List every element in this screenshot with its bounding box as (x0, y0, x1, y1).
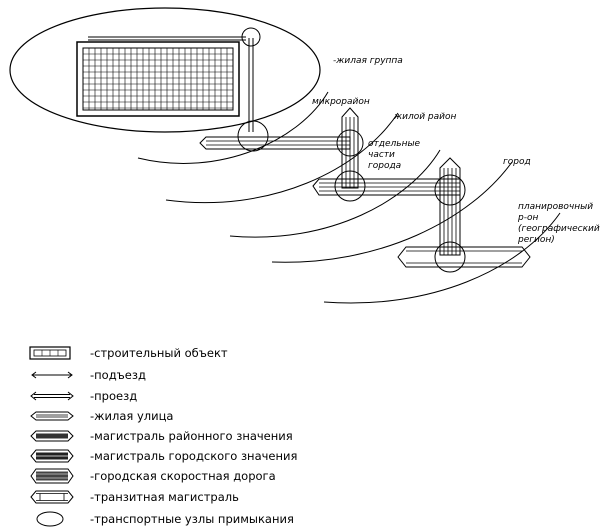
legend-item: -магистраль районного значения (28, 427, 588, 445)
approach-road-icon (31, 371, 73, 379)
residential-street (199, 136, 351, 150)
legend-item: -городская скоростная дорога (28, 467, 588, 485)
legend-label: -магистраль районного значения (90, 429, 293, 443)
label-planning-region-3: (географический (518, 224, 600, 234)
junction-node-icon (434, 174, 466, 206)
legend-label: -транзитная магистраль (90, 490, 239, 504)
legend-item: -строительный объект (28, 344, 588, 362)
legend-label: -транспортные узлы примыкания (90, 512, 294, 526)
legend-label: -жилая улица (90, 409, 174, 423)
city-expressway-icon (30, 468, 74, 484)
junction-node-icon (336, 129, 364, 157)
legend-item: -магистраль городского значения (28, 447, 588, 465)
label-residential-district: жилой район (393, 112, 457, 122)
legend-item: -транспортные узлы примыкания (28, 510, 588, 528)
city-main-road (312, 178, 461, 196)
city-parts-arc (229, 149, 441, 238)
junction-node-icon (334, 170, 366, 202)
residential-group-ellipse (9, 7, 321, 133)
label-planning-region-2: р-он (517, 213, 538, 223)
legend: -строительный объект -подъезд -проезд -ж… (0, 340, 611, 532)
legend-label: -городская скоростная дорога (90, 469, 276, 483)
legend-item: -проезд (28, 387, 588, 405)
residential-district-arc (165, 112, 399, 204)
junction-node-icon (434, 241, 466, 273)
city-arc (271, 161, 513, 263)
city-expressway (439, 157, 461, 256)
residential-street-icon (30, 411, 74, 421)
junction-node-icon (36, 511, 64, 527)
label-residential-group: -жилая группа (333, 56, 403, 66)
junction-node-icon (241, 27, 261, 47)
legend-item: -подъезд (28, 366, 588, 384)
label-city-parts-3: города (368, 161, 401, 171)
approach-road-top (88, 36, 246, 41)
legend-label: -проезд (90, 389, 138, 403)
planning-hierarchy-diagram: -жилая группа микрорайон жилой район отд… (9, 7, 600, 304)
building-object-icon (29, 346, 71, 360)
district-main-road (341, 107, 359, 189)
legend-label: -подъезд (90, 368, 146, 382)
legend-item: -транзитная магистраль (28, 488, 588, 506)
label-planning-region-1: планировочный (518, 202, 593, 212)
city-main-road-icon (30, 449, 74, 463)
microdistrict-arc (137, 91, 329, 164)
legend-label: -магистраль городского значения (90, 449, 298, 463)
planning-region-arc (323, 212, 561, 304)
label-city: город (503, 157, 531, 167)
driveway-vertical (248, 38, 254, 132)
driveway-icon (30, 391, 74, 401)
building-object (76, 41, 240, 117)
transit-main-road (397, 246, 531, 268)
label-city-parts-2: части (368, 150, 395, 160)
label-city-parts-1: отдельные (368, 139, 421, 149)
transit-main-road-icon (30, 490, 74, 504)
district-main-road-icon (30, 430, 74, 442)
boundary-arcs (137, 91, 561, 304)
legend-item: -жилая улица (28, 407, 588, 425)
legend-label: -строительный объект (90, 346, 228, 360)
label-planning-region-4: регион) (517, 235, 555, 245)
label-microdistrict: микрорайон (312, 97, 370, 107)
